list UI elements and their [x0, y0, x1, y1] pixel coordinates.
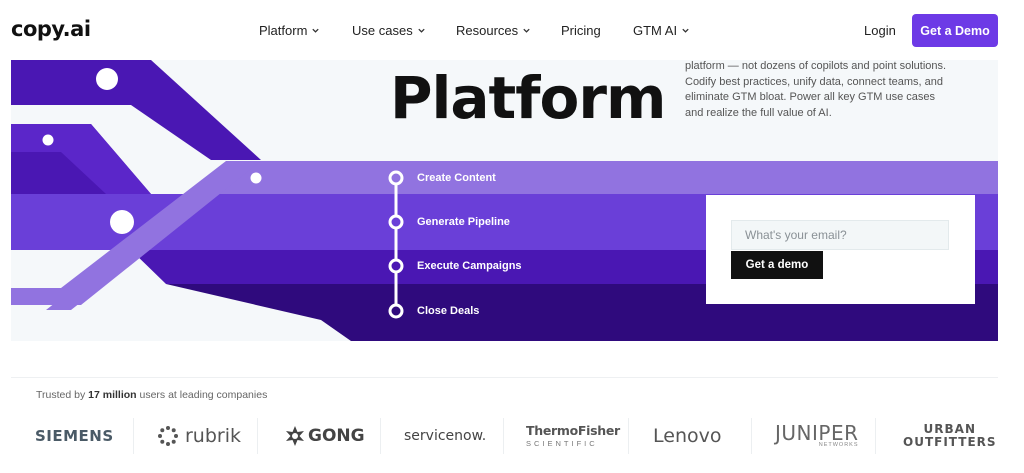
- trusted-count: 17 million: [88, 389, 137, 401]
- gong-logo-block: GONG: [285, 418, 365, 454]
- thermofisher-subtitle: SCIENTIFIC: [526, 438, 598, 448]
- logo-divider: [751, 418, 752, 454]
- juniper-subtitle: NETWORKS: [818, 442, 859, 449]
- chevron-down-icon: [418, 28, 425, 33]
- get-a-demo-button[interactable]: Get a Demo: [912, 14, 998, 47]
- step-close-deals: Close Deals: [417, 305, 480, 317]
- nav-use-cases[interactable]: Use cases: [352, 23, 426, 38]
- chevron-down-icon: [523, 28, 530, 33]
- rubrik-mark-icon: [158, 426, 178, 446]
- get-a-demo-submit-button[interactable]: Get a demo: [731, 251, 823, 279]
- step-node-1: [388, 170, 404, 186]
- lenovo-logo: Lenovo: [653, 425, 722, 447]
- nav-use-cases-label: Use cases: [352, 23, 413, 38]
- nav-resources[interactable]: Resources: [456, 23, 531, 38]
- nav-gtm-ai-label: GTM AI: [633, 23, 678, 38]
- chevron-down-icon: [682, 28, 689, 33]
- logo-divider: [503, 418, 504, 454]
- nav-pricing[interactable]: Pricing: [561, 23, 601, 38]
- step-generate-pipeline: Generate Pipeline: [417, 216, 510, 228]
- rubrik-logo: rubrik: [185, 425, 242, 447]
- thermofisher-logo: ThermoFisher: [526, 423, 620, 438]
- logo-divider: [628, 418, 629, 454]
- gong-logo: GONG: [308, 426, 365, 446]
- email-input[interactable]: What's your email?: [731, 220, 949, 250]
- logo-divider: [257, 418, 258, 454]
- servicenow-logo: servicenow.: [404, 428, 487, 444]
- band-top-diagonal: [11, 60, 261, 160]
- logo-divider: [133, 418, 134, 454]
- siemens-logo: SIEMENS: [35, 427, 114, 445]
- nav-gtm-ai[interactable]: GTM AI: [633, 23, 690, 38]
- company-logo-row: SIEMENS rubrik GONG servicenow. ThermoFi…: [11, 418, 998, 458]
- urban-outfitters-logo-line2: OUTFITTERS: [903, 435, 997, 449]
- trusted-by-text: Trusted by 17 million users at leading c…: [36, 389, 267, 401]
- step-execute-campaigns: Execute Campaigns: [417, 260, 522, 272]
- nav-pricing-label: Pricing: [561, 23, 601, 38]
- trusted-suffix: users at leading companies: [136, 389, 268, 401]
- rubrik-logo-block: rubrik: [157, 418, 241, 454]
- urban-outfitters-logo-line1: URBAN: [923, 422, 976, 437]
- trusted-by-section: Trusted by 17 million users at leading c…: [11, 377, 998, 463]
- urban-outfitters-logo-block: URBAN OUTFITTERS: [903, 418, 997, 454]
- hero-section: Platform platform — not dozens of copilo…: [11, 60, 998, 341]
- dot-small-left: [42, 134, 54, 146]
- step-node-2: [388, 214, 404, 230]
- logo-divider: [380, 418, 381, 454]
- nav-platform[interactable]: Platform: [259, 23, 320, 38]
- band-light-diagonal-wide: [11, 161, 261, 305]
- step-node-4: [388, 303, 404, 319]
- dot-large-mid: [110, 210, 134, 234]
- top-navigation: copy.ai Platform Use cases Resources Pri…: [0, 0, 1024, 60]
- thermofisher-logo-block: ThermoFisher SCIENTIFIC: [526, 418, 620, 454]
- dot-small-diagonal: [250, 172, 262, 184]
- nav-resources-label: Resources: [456, 23, 519, 38]
- step-node-3: [388, 258, 404, 274]
- band-create-content: [211, 161, 998, 194]
- chevron-down-icon: [312, 28, 320, 33]
- email-signup-card: What's your email? Get a demo: [706, 195, 975, 304]
- nav-platform-label: Platform: [259, 23, 308, 38]
- dot-large-top: [96, 68, 118, 90]
- copyai-logo[interactable]: copy.ai: [11, 17, 91, 41]
- logo-divider: [875, 418, 876, 454]
- step-create-content: Create Content: [417, 172, 496, 184]
- gong-burst-icon: [286, 426, 304, 446]
- juniper-logo-block: JUNIPER NETWORKS: [775, 418, 859, 454]
- trusted-prefix: Trusted by: [36, 389, 89, 401]
- juniper-logo: JUNIPER: [775, 421, 859, 446]
- hero-description: platform — not dozens of copilots and po…: [685, 60, 947, 119]
- login-link[interactable]: Login: [864, 23, 896, 38]
- hero-title: Platform: [390, 64, 666, 132]
